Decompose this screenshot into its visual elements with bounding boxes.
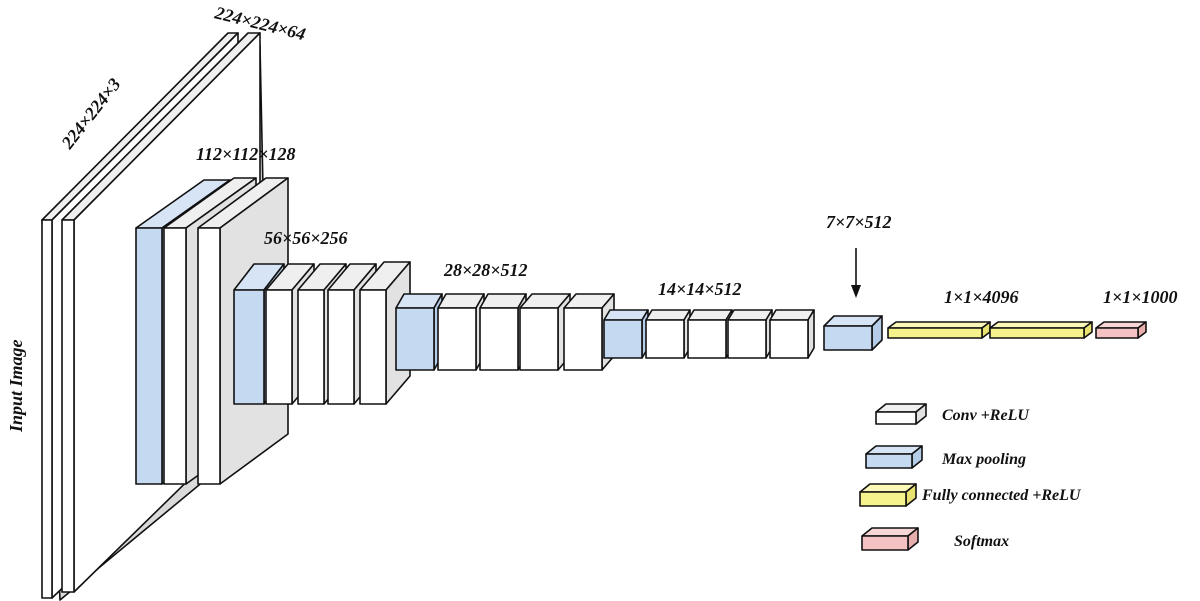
legend-softmax-swatch [861,527,919,551]
conv4-1-block [437,293,485,371]
pool5-arrow [851,248,861,298]
softmax-dim-label: 1×1×1000 [1103,287,1178,307]
legend-fc-label: Fully connected +ReLU [921,487,1082,504]
legend-conv-label: Conv +ReLU [942,407,1030,424]
fc2-block [989,321,1093,339]
conv5-1-block [645,309,691,359]
legend: Conv +ReLU Max pooling Fully connected +… [859,403,1082,551]
legend-pool-swatch [865,445,923,469]
conv2-dim-label: 112×112×128 [196,144,296,164]
conv4-3-block [519,293,571,371]
pool3-block [395,293,443,371]
conv4-dim-label: 28×28×512 [443,260,528,280]
legend-conv-swatch [875,403,927,425]
legend-pool-label: Max pooling [941,451,1026,468]
fc-dim-label: 1×1×4096 [944,287,1019,307]
conv5-dim-label: 14×14×512 [658,279,742,299]
legend-softmax-label: Softmax [954,533,1009,550]
conv5-2-block [687,309,733,359]
conv4-2-block [479,293,527,371]
pool5-dim-label: 7×7×512 [826,212,892,232]
pool4-block [603,309,649,359]
fc1-block [887,321,991,339]
conv3-dim-label: 56×56×256 [264,228,348,248]
input-image-label: Input Image [6,339,26,433]
softmax-block [1095,321,1147,339]
pool5-block [823,315,883,351]
conv5-3-block [727,309,773,359]
conv5-4-block [769,309,815,359]
legend-fc-swatch [859,483,917,507]
input-dim-label: 224×224×3 [57,74,125,153]
layer-blocks [135,177,1147,485]
